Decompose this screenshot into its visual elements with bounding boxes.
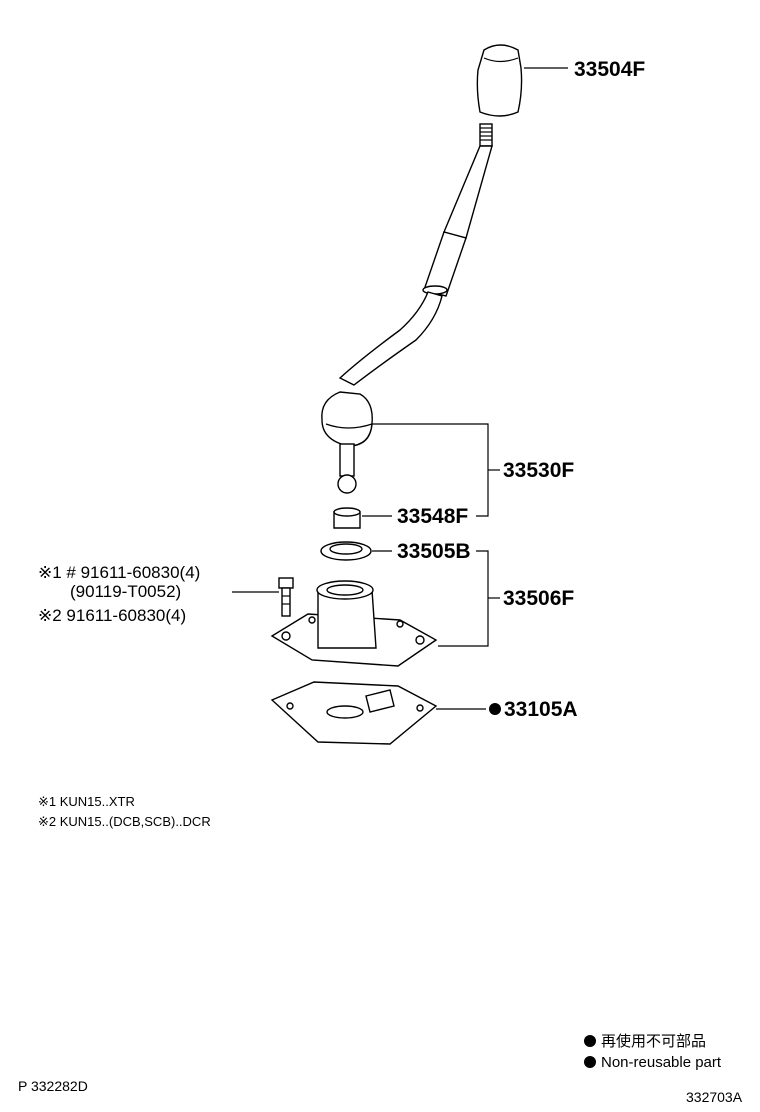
bolt-callout-2: (90119-T0052) — [70, 582, 181, 601]
label-lever: 33530F — [503, 459, 574, 482]
shift-lever-shaft — [338, 145, 493, 386]
bolt-callout-3: ※2 91611-60830(4) — [38, 606, 186, 625]
legend: 再使用不可部品 Non-reusable part — [584, 1033, 722, 1071]
legend-dot-icon — [584, 1056, 596, 1068]
shift-knob — [476, 44, 523, 117]
bushing-part — [333, 507, 361, 529]
label-gasket: 33105A — [504, 698, 578, 721]
note-2: ※2 KUN15..(DCB,SCB)..DCR — [38, 814, 211, 829]
legend-japanese: 再使用不可部品 — [601, 1033, 706, 1050]
note-1: ※1 KUN15..XTR — [38, 794, 135, 809]
leader-lines — [232, 67, 568, 710]
seal-part — [320, 541, 372, 561]
retainer-housing — [270, 580, 438, 667]
label-bushing: 33548F — [397, 505, 468, 528]
lever-ball-housing — [321, 391, 373, 494]
figure-reference: 332703A — [686, 1089, 743, 1105]
legend-english: Non-reusable part — [601, 1054, 722, 1071]
legend-dot-icon — [584, 1035, 596, 1047]
lever-thread — [479, 123, 493, 147]
non-reusable-marker — [489, 703, 501, 715]
bolt-callout-1: ※1 # 91611-60830(4) — [38, 563, 200, 582]
gasket-plate — [270, 681, 438, 745]
bolt-part — [278, 577, 294, 617]
label-seal: 33505B — [397, 540, 471, 563]
page-reference: P 332282D — [18, 1078, 88, 1094]
label-knob: 33504F — [574, 58, 645, 81]
label-retainer: 33506F — [503, 587, 574, 610]
